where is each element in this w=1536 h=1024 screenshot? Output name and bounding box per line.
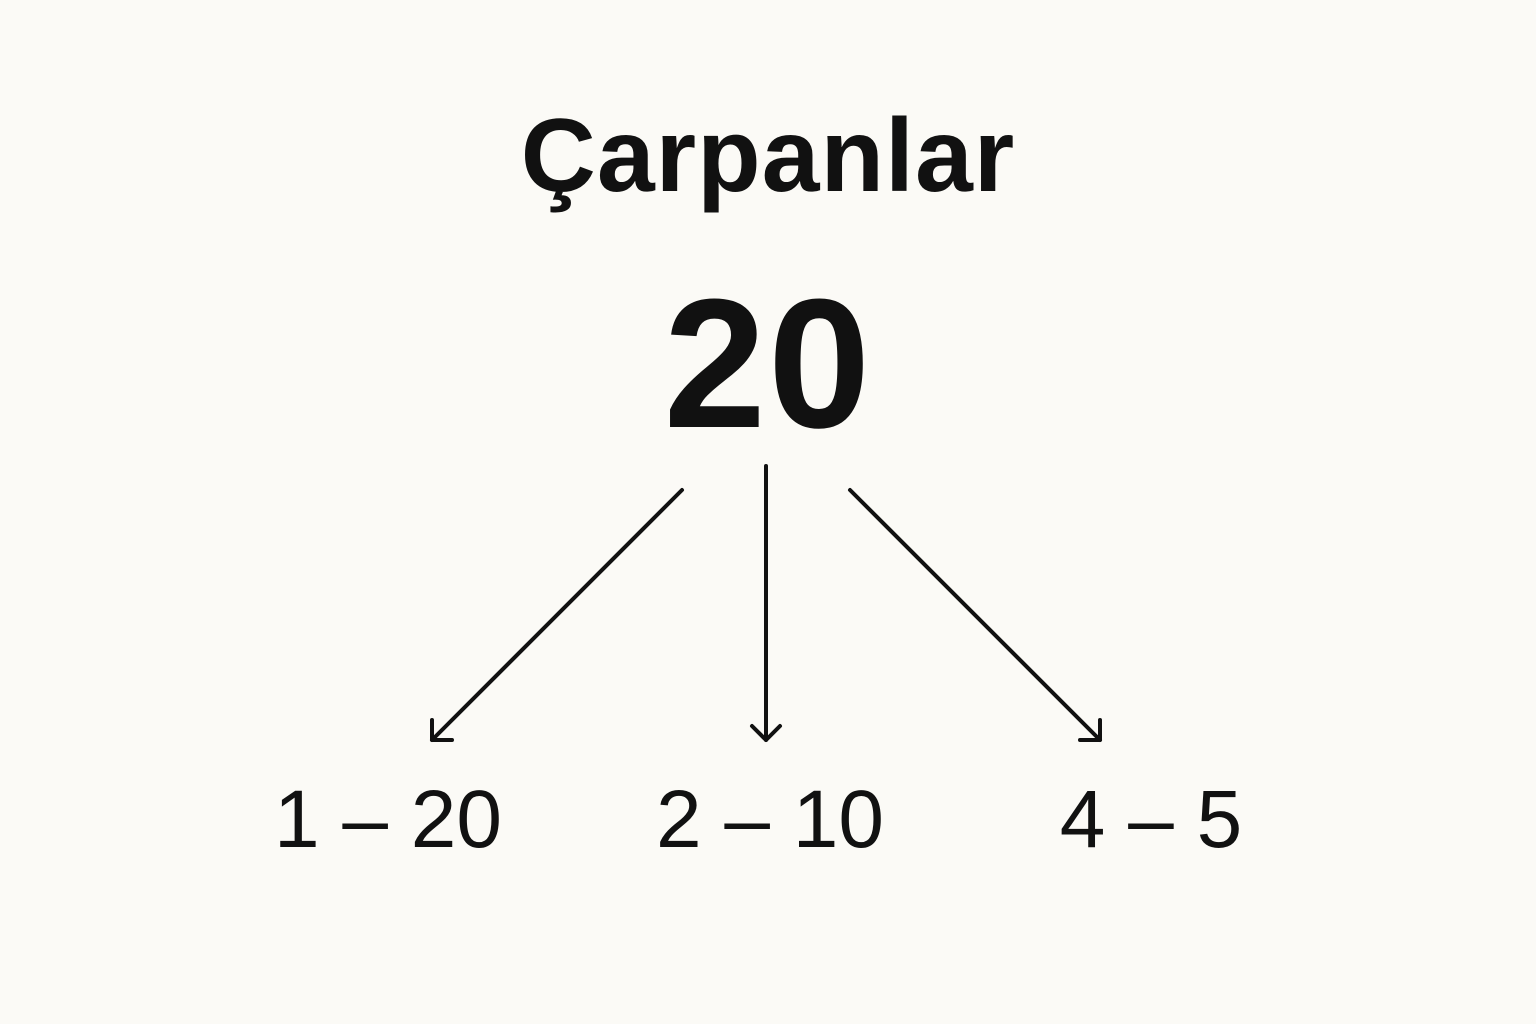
root-number: 20 xyxy=(663,260,873,466)
arrow-left xyxy=(430,488,684,742)
arrow-left-shaft xyxy=(430,488,684,742)
factor-pair-1-20: 1 – 20 xyxy=(274,774,502,865)
arrow-center xyxy=(750,464,782,742)
arrow-left-head xyxy=(430,718,454,742)
arrow-right-head xyxy=(1078,718,1102,742)
factor-pair-4-5: 4 – 5 xyxy=(1059,774,1243,865)
factor-pair-2-10: 2 – 10 xyxy=(656,774,884,865)
arrow-center-head xyxy=(750,724,782,742)
diagram-title: Çarpanlar xyxy=(520,98,1016,214)
arrow-right-shaft xyxy=(848,488,1102,742)
arrow-right xyxy=(848,488,1102,742)
